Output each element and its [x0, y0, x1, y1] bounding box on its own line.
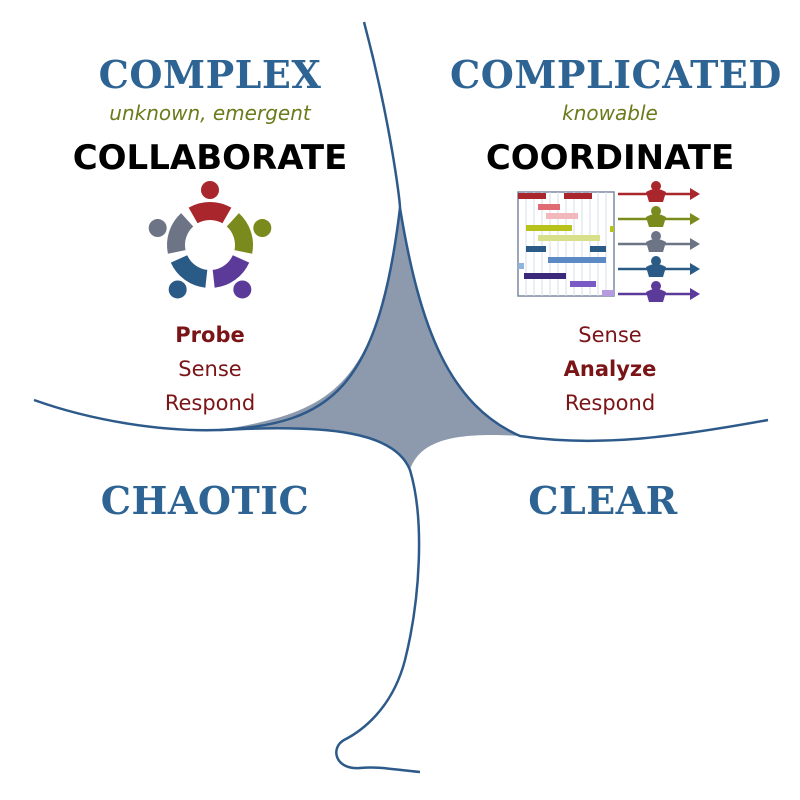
coordinate-label: COORDINATE [485, 138, 735, 178]
complicated-subtitle: knowable [562, 101, 658, 125]
gantt-bar [610, 226, 614, 232]
gantt-bar [526, 225, 572, 231]
person-figure [188, 181, 232, 224]
complicated-title: COMPLICATED [450, 52, 782, 97]
gantt-bar [590, 246, 606, 252]
clear-title: CLEAR [528, 478, 678, 523]
boundary-curve-top [362, 21, 769, 443]
gantt-bar [538, 235, 600, 241]
chaotic-title: CHAOTIC [100, 478, 310, 523]
assignee-arrow [618, 206, 700, 227]
person-figure [212, 255, 252, 299]
complex-title: COMPLEX [98, 52, 322, 97]
complicated-step-analyze: Analyze [563, 357, 657, 381]
assignee-arrow [618, 281, 700, 302]
complex-subtitle: unknown, emergent [109, 101, 311, 125]
complex-step-respond: Respond [164, 391, 256, 415]
gantt-bar [538, 204, 560, 210]
gantt-bar [518, 193, 546, 199]
gantt-bar [546, 213, 578, 219]
person-figure [168, 255, 208, 299]
person-figure [148, 213, 194, 254]
complex-step-sense: Sense [178, 357, 242, 381]
person-figure [226, 213, 272, 254]
assignee-arrow [618, 256, 700, 277]
complex-step-probe: Probe [175, 323, 245, 347]
complicated-step-respond: Respond [564, 391, 656, 415]
assignee-arrow [618, 231, 700, 252]
boundary-curve-bottom [219, 426, 421, 774]
ring-center [194, 229, 226, 261]
gantt-bar [524, 273, 566, 279]
gantt-bar [526, 246, 546, 252]
assignee-arrow [618, 181, 700, 202]
gantt-bar [602, 290, 614, 296]
gantt-bar [570, 281, 596, 287]
gantt-bar [564, 193, 592, 199]
complicated-step-sense: Sense [578, 323, 642, 347]
gantt-bar [548, 257, 606, 263]
collaborate-label: COLLABORATE [72, 138, 348, 178]
gantt-bar [518, 263, 524, 269]
